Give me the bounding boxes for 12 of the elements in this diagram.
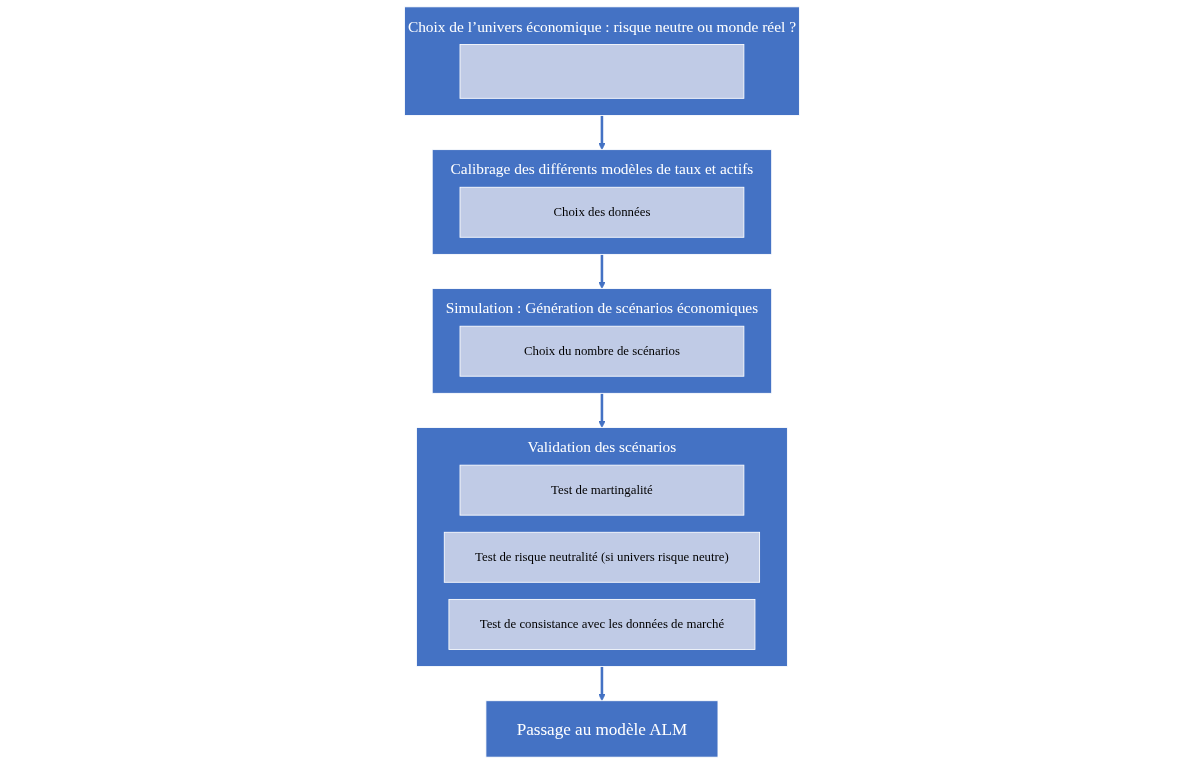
node-box: Test de consistance avec les données de marché xyxy=(448,598,755,650)
arrow xyxy=(597,666,606,702)
node-box: Test de risque neutralité (si univers risque neutre) xyxy=(443,531,760,583)
node-box: Test de martingalité xyxy=(459,464,744,516)
arrow xyxy=(597,254,606,289)
node-bar xyxy=(459,44,744,99)
node-box: Choix du nombre de scénarios xyxy=(459,325,744,377)
arrow xyxy=(597,115,606,150)
node-box: Passage au modèle ALM xyxy=(485,700,718,758)
cluster: Choix de l’univers économique : risque neutre ou monde réel ? xyxy=(403,6,800,116)
node-box: Choix des données xyxy=(459,186,744,238)
arrow xyxy=(597,393,606,428)
